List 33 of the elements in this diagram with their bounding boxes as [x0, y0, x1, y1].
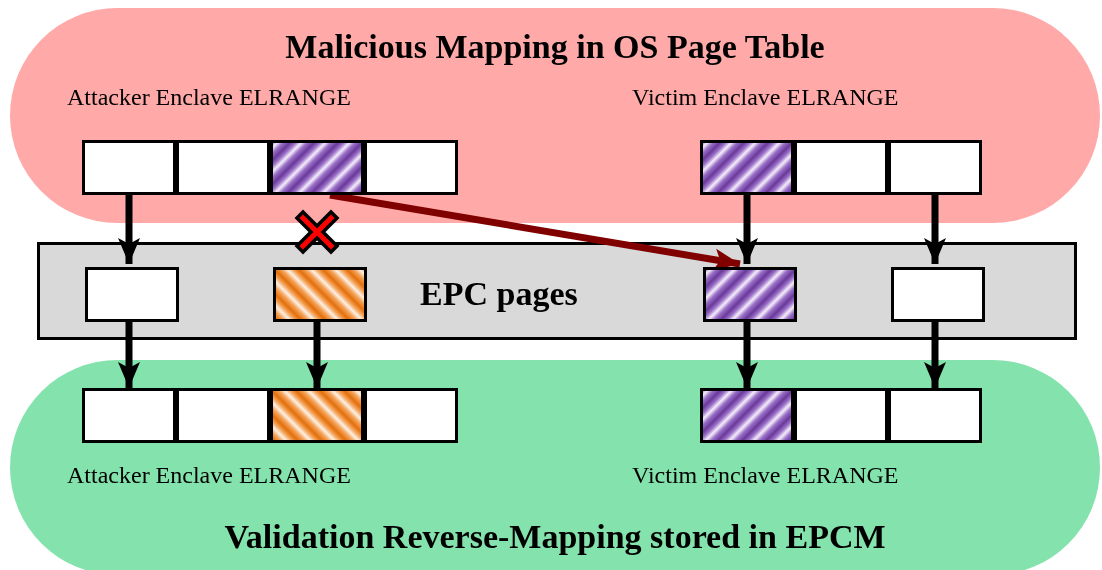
hatched-page-cell — [700, 140, 794, 195]
memory-page-cell — [82, 388, 176, 443]
arrow — [306, 319, 328, 388]
hatched-page-cell — [273, 267, 367, 322]
arrow — [924, 195, 946, 264]
arrow — [118, 319, 140, 388]
band-background — [37, 242, 1077, 340]
hatched-page-cell — [703, 267, 797, 322]
arrow — [736, 195, 758, 264]
memory-page-cell — [888, 388, 982, 443]
row-label: Victim Enclave ELRANGE — [632, 84, 899, 111]
band-title: EPC pages — [420, 275, 578, 313]
memory-page-cell — [891, 267, 985, 322]
row-label: Attacker Enclave ELRANGE — [67, 462, 351, 489]
arrow — [736, 319, 758, 388]
hatched-page-cell — [270, 388, 364, 443]
memory-page-cell — [794, 140, 888, 195]
memory-page-cell — [888, 140, 982, 195]
memory-page-cell — [364, 140, 458, 195]
memory-page-cell — [82, 140, 176, 195]
arrow — [118, 195, 140, 264]
band-title: Malicious Mapping in OS Page Table — [284, 28, 826, 66]
memory-page-cell — [176, 388, 270, 443]
arrow — [924, 319, 946, 388]
hatched-page-cell — [270, 140, 364, 195]
memory-page-cell — [85, 267, 179, 322]
hatched-page-cell — [700, 388, 794, 443]
band-title: Validation Reverse-Mapping stored in EPCM — [223, 518, 887, 556]
memory-page-cell — [176, 140, 270, 195]
row-label: Attacker Enclave ELRANGE — [67, 84, 351, 111]
memory-page-cell — [364, 388, 458, 443]
memory-page-cell — [794, 388, 888, 443]
row-label: Victim Enclave ELRANGE — [632, 462, 899, 489]
